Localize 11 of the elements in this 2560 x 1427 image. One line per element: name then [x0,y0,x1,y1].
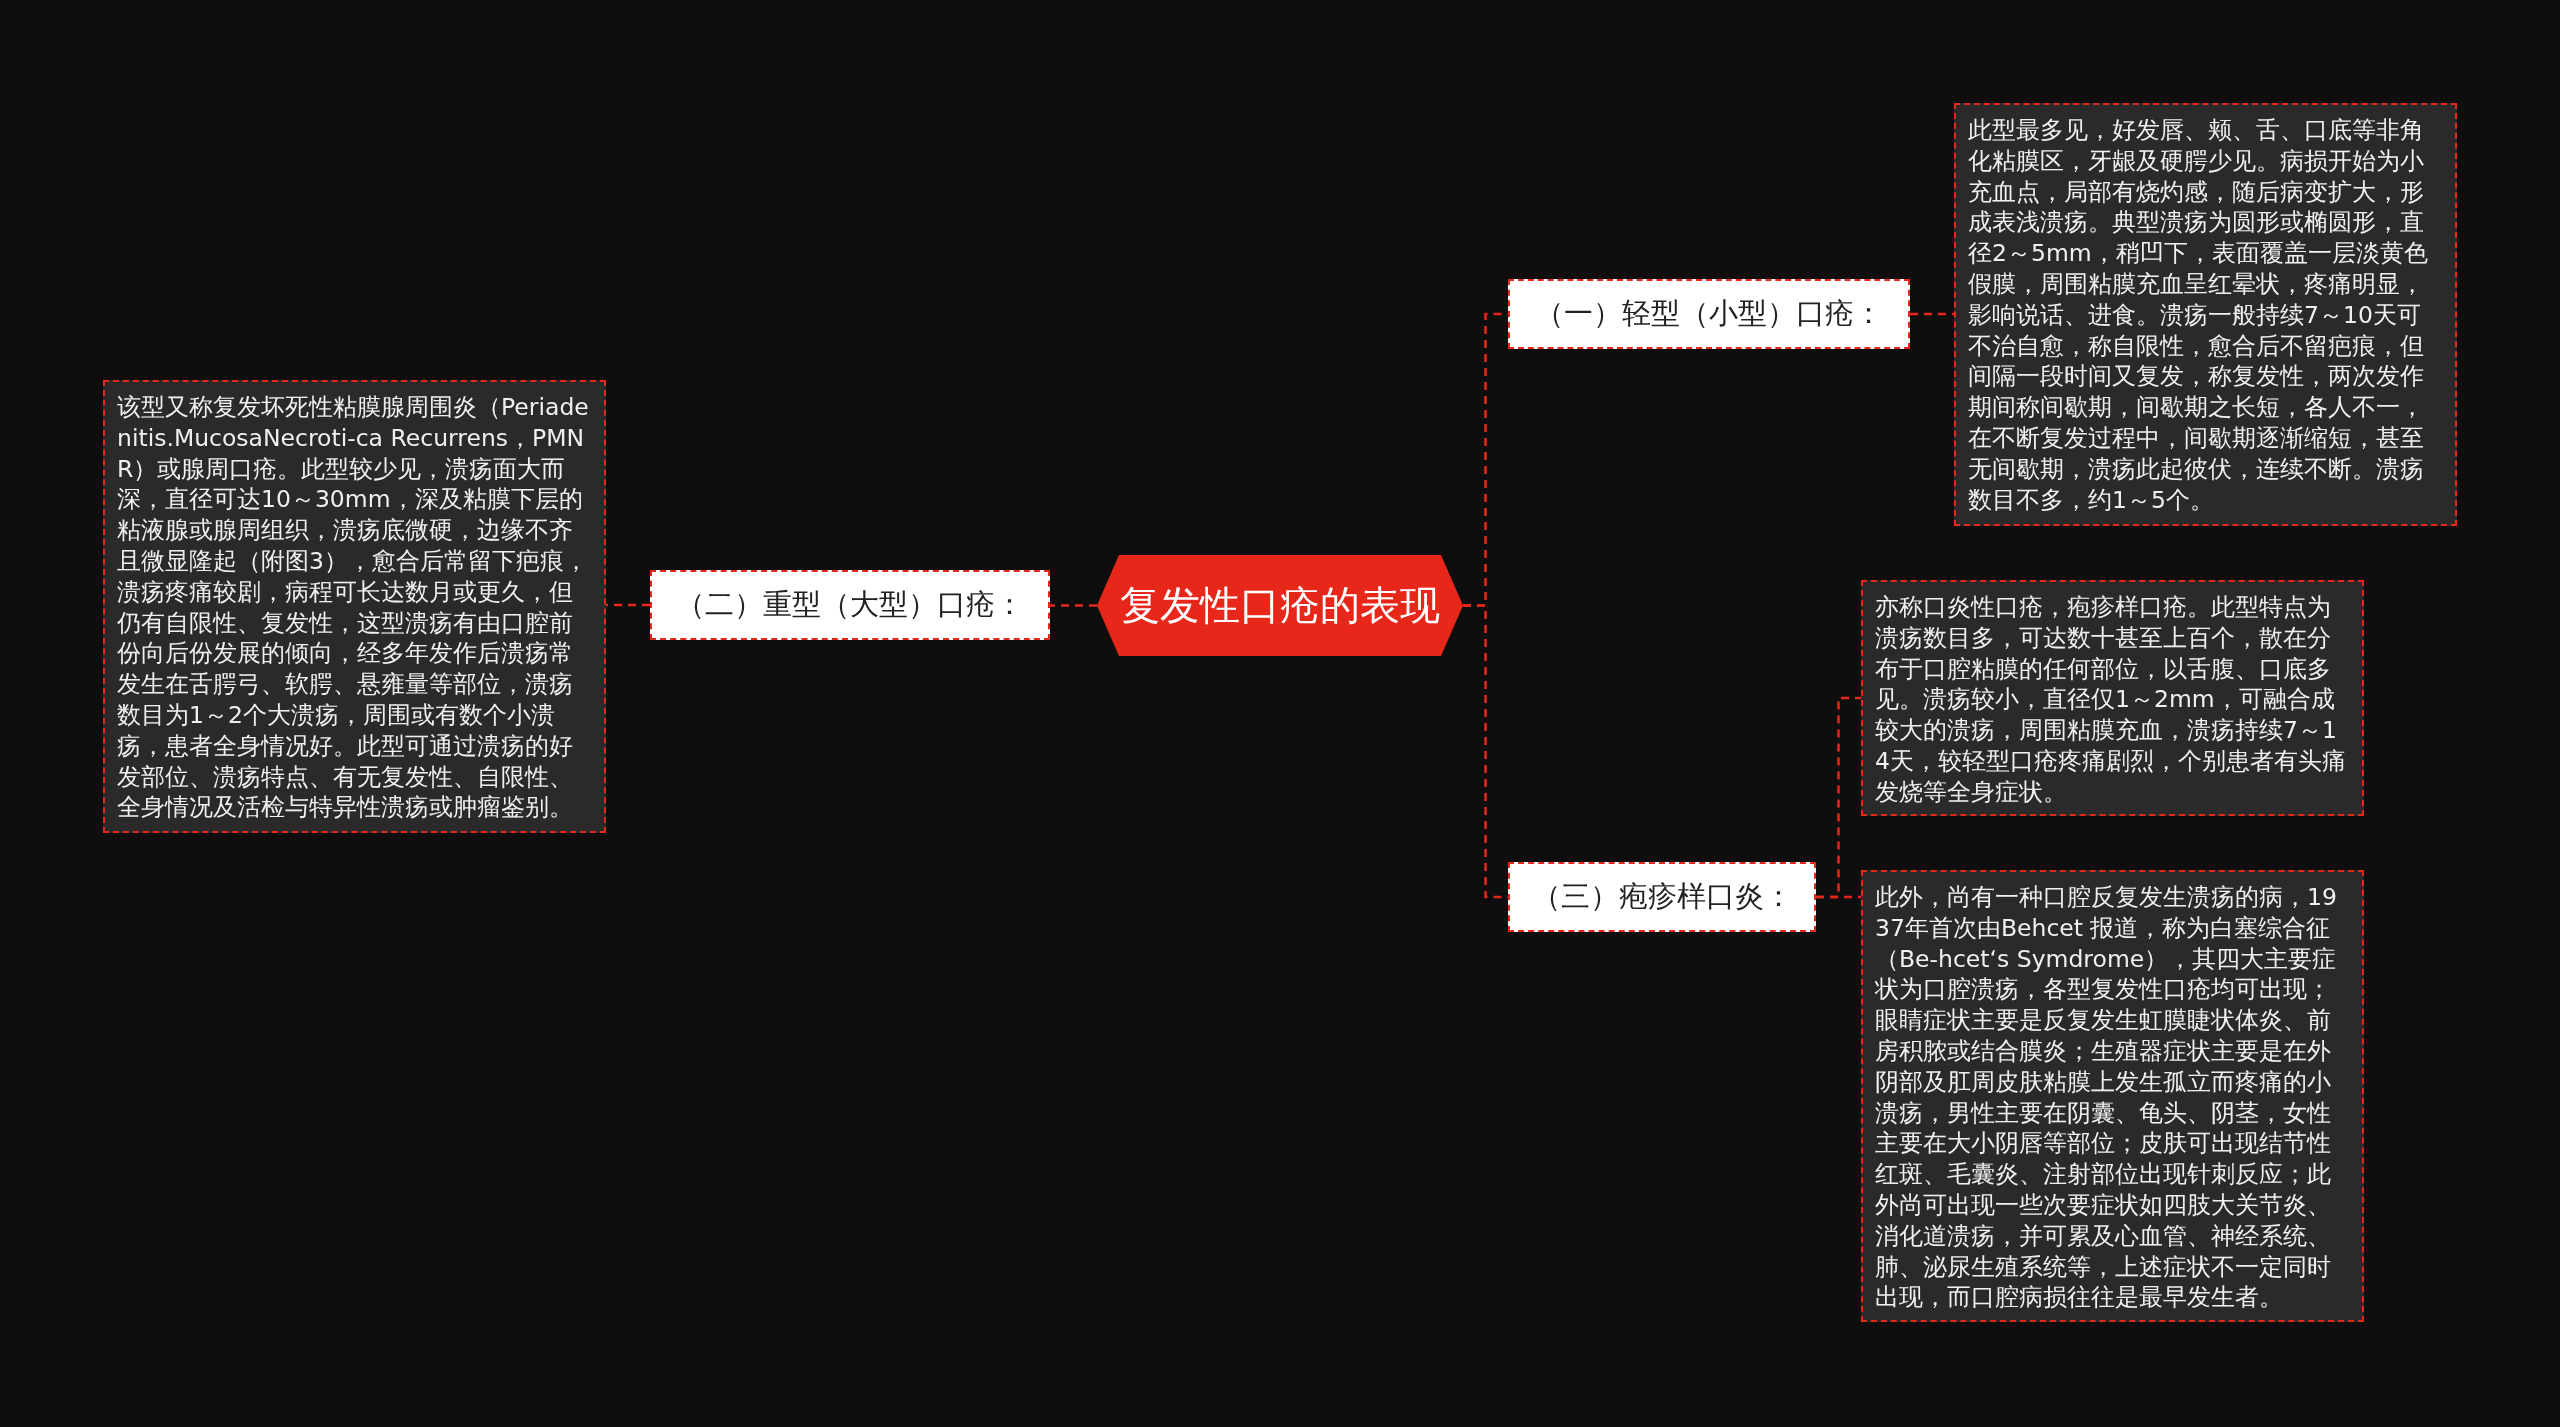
topic-box: （一）轻型（小型）口疮： [1508,279,1910,349]
text-box: 该型又称复发坏死性粘膜腺周围炎（Periadenitis.MucosaNecroti-ca Recurrens，PMNR）或腺周口疮。此型较少见，溃疡面大而深，直径可达10～30mm，深及粘膜下层的粘液腺或腺周组织，溃疡底微硬，边缘不齐且微显隆起（附图3），愈合后常留下疤痕，溃疡疼痛较剧，病程可长达数月或更久，但仍有自限性、复发性，这型溃疡有由口腔前份向后份发展的倾向，经多年发作后溃疡常发生在舌腭弓、软腭、悬雍量等部位，溃疡数目为1～2个大溃疡，周围或有数个小溃疡，患者全身情况好。此型可通过溃疡的好发部位、溃疡特点、有无复发性、自限性、全身情况及活检与特异性溃疡或肿瘤鉴别。 [103,380,606,833]
text-box: 此型最多见，好发唇、颊、舌、口底等非角化粘膜区，牙龈及硬腭少见。病损开始为小充血点，局部有烧灼感，随后病变扩大，形成表浅溃疡。典型溃疡为圆形或椭圆形，直径2～5mm，稍凹下，表面覆盖一层淡黄色假膜，周围粘膜充血呈红晕状，疼痛明显，影响说话、进食。溃疡一般持续7～10天可不治自愈，称自限性，愈合后不留疤痕，但间隔一段时间又复发，称复发性，两次发作期间称间歇期，间歇期之长短，各人不一，在不断复发过程中，间歇期逐渐缩短，甚至无间歇期，溃疡此起彼伏，连续不断。溃疡数目不多，约1～5个。 [1954,103,2457,526]
connector-line [606,603,650,607]
text-box: 此外，尚有一种口腔反复发生溃疡的病，1937年首次由Behcet 报道，称为白塞综合征（Be-hcet‘s Symdrome），其四大主要症状为口腔溃疡，各型复发性口疮均可出现；眼睛症状主要是反复发生虹膜睫状体炎、前房积脓或结合膜炎；生殖器症状主要是在外阴部及肛周皮肤粘膜上发生孤立而疼痛的小溃疡，男性主要在阴囊、龟头、阴茎，女性主要在大小阴唇等部位；皮肤可出现结节性红斑、毛囊炎、注射部位出现针刺反应；此外尚可出现一些次要症状如四肢大关节炎、消化道溃疡，并可累及心血管、神经系统、肺、泌尿生殖系统等，上述症状不一定同时出现，而口腔病损往往是最早发生者。 [1861,870,2364,1322]
connector-line [1050,604,1097,607]
connector-line [1910,312,1954,316]
topic-box: （二）重型（大型）口疮： [650,570,1050,640]
topic-box: （三）疱疹样口炎： [1508,862,1816,932]
connector-line [1816,895,1861,899]
text-box: 亦称口炎性口疮，疱疹样口疮。此型特点为溃疡数目多，可达数十甚至上百个，散在分布于口腔粘膜的任何部位，以舌腹、口底多见。溃疡较小，直径仅1～2mm，可融合成较大的溃疡，周围粘膜充血，溃疡持续7～14天，较轻型口疮疼痛剧烈，个别患者有头痛发烧等全身症状。 [1861,580,2364,816]
